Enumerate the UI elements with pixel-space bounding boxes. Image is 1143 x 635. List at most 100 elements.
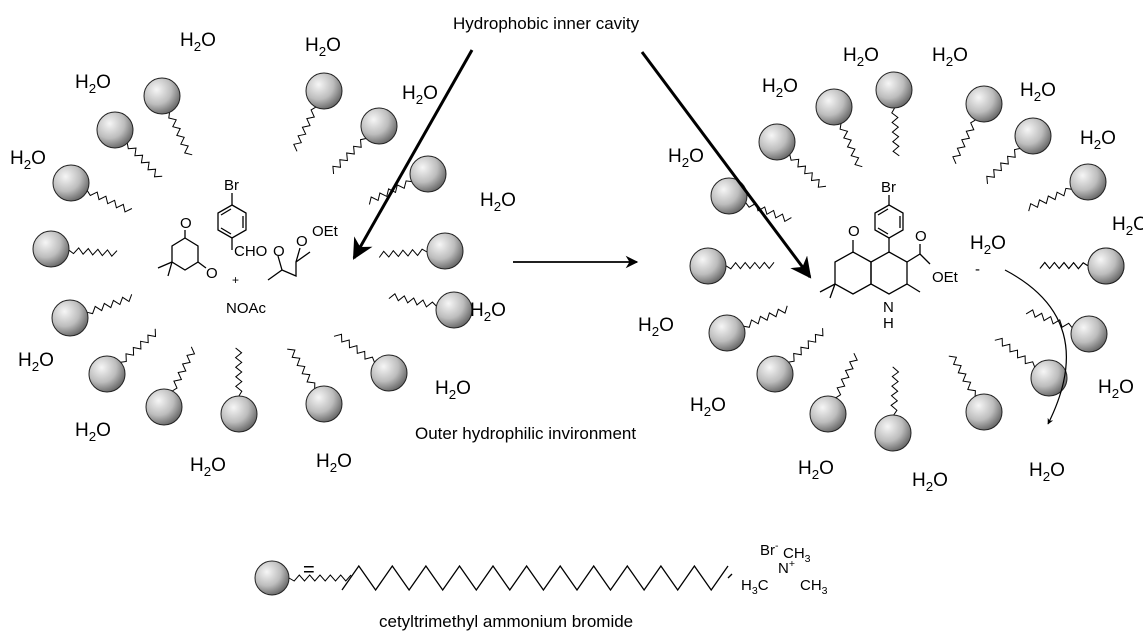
surfactant-tail	[332, 138, 367, 175]
surfactant-head	[435, 291, 473, 329]
surfactant-tail	[333, 333, 375, 363]
surfactant-head	[756, 355, 794, 393]
surfactant-tail	[1025, 309, 1073, 329]
surfactant-tail	[86, 294, 133, 315]
water-molecule: H2O	[75, 420, 111, 444]
surfactant-head	[708, 314, 746, 352]
surfactant-tail	[234, 347, 243, 397]
cavity-arrow-left	[352, 49, 474, 260]
surfactant-head	[1087, 247, 1125, 285]
surfactant-head	[965, 393, 1003, 431]
water-molecule: H2O	[435, 378, 471, 402]
surfactant-head	[965, 85, 1003, 123]
surfactant-head	[96, 111, 134, 149]
chemical-structures	[157, 193, 931, 592]
water-molecule: H2O	[1020, 80, 1056, 104]
surfactant-head	[689, 247, 727, 285]
ctab-methyl-right: CH3	[800, 577, 828, 597]
ctab-methyl-top: CH3	[783, 545, 811, 565]
surfactant-head	[809, 395, 847, 433]
water-molecule: H2O	[970, 233, 1006, 257]
surfactant-tail	[171, 346, 196, 392]
surfactant-tail	[378, 248, 428, 258]
cyclohexenone-ring	[834, 251, 872, 295]
surfactant-head	[220, 395, 258, 433]
surfactant-head	[305, 385, 343, 423]
water-molecule: H2O	[668, 146, 704, 170]
dimedone-top-oxygen: O	[180, 215, 192, 232]
water-molecule: H2O	[316, 451, 352, 475]
ctab-methyl-left: H3C	[741, 577, 769, 597]
acetoacetate-ester-oxygen: O	[296, 233, 308, 250]
surfactant-head	[758, 123, 796, 161]
benzene-ring-product	[874, 204, 904, 239]
reactant-aldehyde: CHO	[234, 243, 268, 260]
surfactant-tail	[725, 261, 775, 270]
surfactant-head	[145, 388, 183, 426]
dihydropyridine-ring	[870, 251, 908, 295]
ammonium-acetate: NOAc	[226, 300, 267, 317]
surfactant-head	[370, 354, 408, 392]
surfactant-tail	[789, 154, 827, 188]
water-molecule: H2O	[1080, 128, 1116, 152]
surfactant-tail	[948, 355, 976, 397]
ctab-counter-ion: Br-	[760, 540, 779, 559]
surfactant-head	[32, 230, 70, 268]
water-molecule: H2O	[480, 190, 516, 214]
surfactant-tail	[168, 112, 193, 156]
surfactant-head	[143, 77, 181, 115]
surfactant-head	[409, 155, 447, 193]
water-molecule: H2O	[932, 45, 968, 69]
surfactant-tail	[986, 148, 1021, 184]
surfactant-layer	[32, 71, 1125, 596]
surfactant-head	[88, 355, 126, 393]
surfactant-head	[254, 560, 290, 596]
surfactant-head	[1070, 315, 1108, 353]
surfactant-head	[426, 232, 464, 270]
surfactant-tail	[952, 119, 976, 165]
surfactant-tail	[287, 348, 316, 389]
plus-sign: +	[232, 273, 240, 287]
outer-environment-label: Outer hydrophilic invironment	[415, 424, 637, 443]
surfactant-tail	[293, 106, 317, 152]
acetoacetate-keto-oxygen: O	[273, 243, 285, 260]
surfactant-tail	[120, 328, 157, 363]
water-molecule: H2O	[402, 83, 438, 107]
product-ketone-oxygen: O	[848, 223, 860, 240]
surfactant-head	[815, 88, 853, 126]
surfactant-tail	[743, 305, 788, 328]
surfactant-head	[305, 72, 343, 110]
cetyl-chain	[341, 564, 729, 592]
dimedone-ring	[171, 237, 199, 271]
surfactant-name: cetyltrimethyl ammonium bromide	[379, 612, 634, 631]
water-molecule: H2O	[18, 350, 54, 374]
surfactant-tail	[388, 293, 437, 308]
product-ester: OEt	[932, 269, 958, 286]
water-molecule: H2O	[190, 455, 226, 479]
surfactant-tail	[368, 180, 412, 205]
surfactant-tail	[1039, 261, 1089, 270]
benzene-ring-reactant	[217, 204, 247, 239]
surfactant-head	[1030, 359, 1068, 397]
surfactant-tail	[835, 352, 858, 399]
surfactant-head	[874, 414, 912, 452]
surfactant-tail	[890, 366, 900, 416]
product-charge: -	[975, 261, 980, 278]
surfactant-head	[360, 107, 398, 145]
surfactant-head	[710, 177, 748, 215]
water-molecule: H2O	[798, 458, 834, 482]
water-molecule: H2O	[75, 72, 111, 96]
acetoacetate-ester: OEt	[312, 223, 338, 240]
product-nh-hydrogen: H	[883, 315, 894, 332]
surfactant-tail	[126, 143, 163, 178]
surfactant-tail	[288, 574, 352, 582]
surfactant-head	[51, 299, 89, 337]
ctab-nitrogen: N+	[778, 558, 795, 577]
acetoacetate-chain	[267, 251, 311, 281]
water-molecule: H2O	[1112, 214, 1143, 238]
surfactant-head	[1014, 117, 1052, 155]
surfactant-tail	[86, 190, 133, 213]
water-molecule: H2O	[180, 30, 216, 54]
